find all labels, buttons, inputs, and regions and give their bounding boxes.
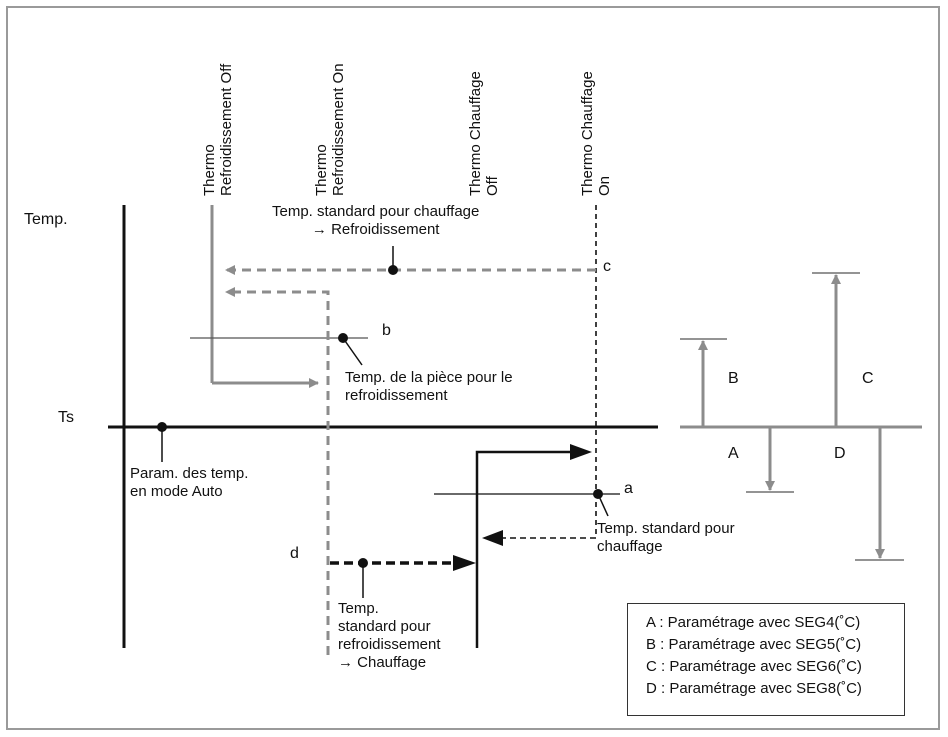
header-heat-on: Thermo Chauffage On [579, 71, 613, 196]
heat-standard-line1: Temp. standard pour [597, 520, 735, 537]
y-axis-label: Temp. [24, 211, 68, 228]
room-temp-cool-annotation: Temp. de la pièce pour le refroidissemen… [345, 369, 513, 405]
cool-to-heat-line3: refroidissement [338, 636, 441, 653]
header-cool-off-line2: Refroidissement Off [218, 63, 235, 196]
offset-label-a: A [728, 445, 739, 462]
marker-b: b [382, 322, 391, 339]
legend-item-a: A : Paramétrage avec SEG4(˚C) [646, 614, 861, 631]
header-cool-off-line1: Thermo [201, 144, 218, 196]
room-temp-cool-line1: Temp. de la pièce pour le [345, 369, 513, 386]
auto-param-line2: en mode Auto [130, 483, 223, 500]
offset-label-c: C [862, 370, 874, 387]
header-heat-on-line2: On [596, 175, 613, 196]
heat-to-cool-line1: Temp. standard pour chauffage [272, 203, 480, 220]
a-leader [597, 493, 609, 517]
marker-c: c [603, 258, 611, 275]
header-cool-off: Thermo Refroidissement Off [201, 64, 235, 196]
auto-param-annotation: Param. des temp. en mode Auto [130, 465, 248, 501]
heat-standard-line2: chauffage [597, 538, 663, 555]
diagram-frame [6, 6, 940, 730]
heat-return-arrowhead [482, 530, 503, 546]
room-temp-cool-line2: refroidissement [345, 387, 448, 404]
legend-item-c: C : Paramétrage avec SEG6(˚C) [646, 658, 862, 675]
heat-off-line [475, 450, 570, 648]
heat-to-cool-annotation: Temp. standard pour chauffage → Refroidi… [272, 203, 479, 239]
cool-to-heat-line2: standard pour [338, 618, 431, 635]
cool-to-heat-line1: Temp. [338, 600, 379, 617]
b-leader [342, 337, 363, 366]
header-heat-off-line1: Thermo Chauffage [467, 71, 484, 196]
header-cool-on-line2: Refroidissement On [330, 63, 347, 196]
header-cool-on: Thermo Refroidissement On [313, 63, 347, 196]
heat-to-cool-line2: → Refroidissement [311, 221, 440, 238]
legend-box: A : Paramétrage avec SEG4(˚C) B : Paramé… [627, 603, 905, 716]
cool-to-heat-line4: → Chauffage [338, 654, 427, 671]
legend-item-d: D : Paramétrage avec SEG8(˚C) [646, 680, 862, 697]
header-heat-off-line2: Off [484, 176, 501, 196]
offset-label-d: D [834, 445, 846, 462]
cool-to-heat-annotation: Temp. standard pour refroidissement → Ch… [338, 600, 441, 672]
offset-label-b: B [728, 370, 739, 387]
d-arrowhead [453, 555, 476, 571]
header-heat-on-line1: Thermo Chauffage [579, 71, 596, 196]
heat-standard-annotation: Temp. standard pour chauffage [597, 520, 735, 556]
cool-on-dashed-line [225, 287, 330, 655]
marker-a: a [624, 480, 633, 497]
ts-label: Ts [58, 409, 74, 426]
heat-off-arrowhead [570, 444, 592, 460]
legend-item-b: B : Paramétrage avec SEG5(˚C) [646, 636, 862, 653]
header-heat-off: Thermo Chauffage Off [467, 71, 501, 196]
marker-d: d [290, 545, 299, 562]
header-cool-on-line1: Thermo [313, 144, 330, 196]
auto-param-line1: Param. des temp. [130, 465, 249, 482]
